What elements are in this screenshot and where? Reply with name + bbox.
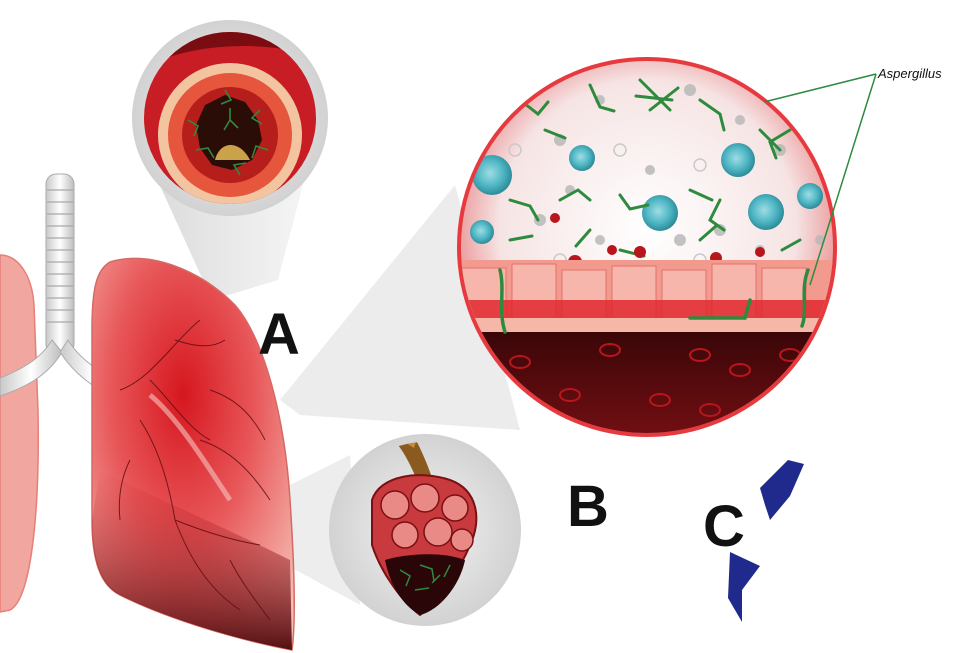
panel-label-a: A: [258, 306, 300, 364]
left-lung: [0, 255, 38, 612]
magnified-alveolar-tissue: [455, 55, 840, 452]
panel-label-c: C: [703, 498, 745, 556]
panel-label-b: B: [567, 478, 609, 536]
aspergillus-label: Aspergillus: [878, 66, 942, 81]
alveoli-cluster: [329, 428, 521, 626]
